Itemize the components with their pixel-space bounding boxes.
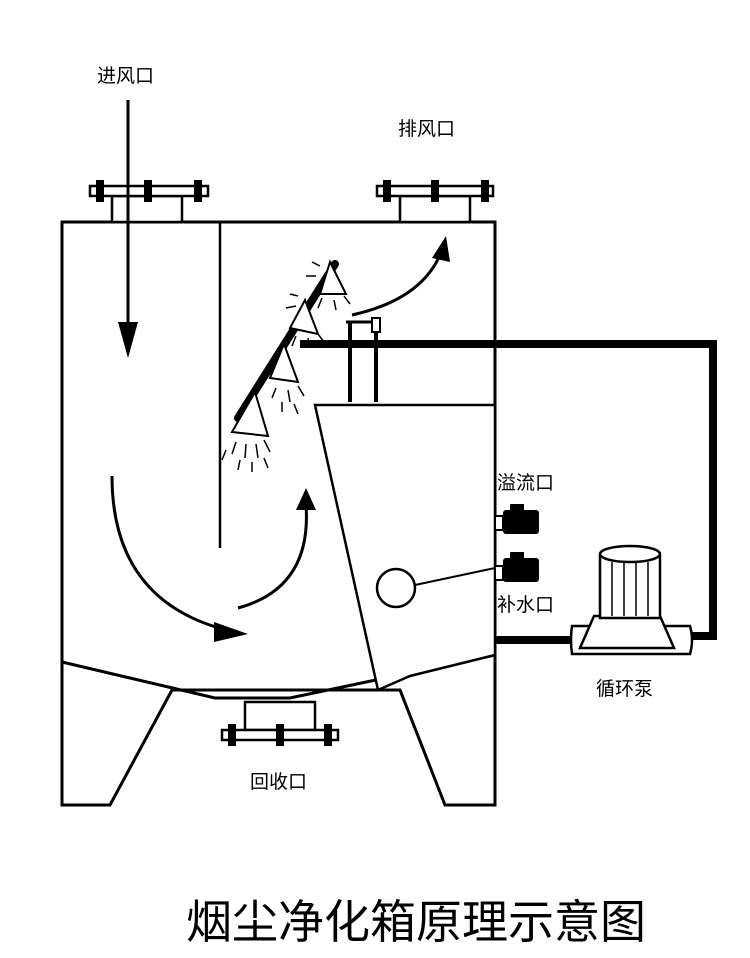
outlet-arrow	[351, 236, 450, 317]
bolt-icon	[228, 724, 332, 746]
spray-droplets	[221, 261, 351, 472]
diagram-title: 烟尘净化箱原理示意图	[186, 895, 646, 949]
label-recovery: 回收口	[250, 771, 307, 793]
circulation-arrow-left	[110, 475, 248, 642]
circulation-arrow-right	[237, 488, 316, 610]
inlet-arrow	[118, 100, 138, 358]
bolt-icon	[383, 180, 489, 202]
water-chamber	[313, 403, 497, 692]
label-makeup: 补水口	[497, 594, 554, 616]
bolt-icon	[96, 180, 202, 202]
label-pump: 循环泵	[596, 678, 653, 700]
label-overflow: 溢流口	[497, 472, 554, 494]
outlet-flange	[375, 180, 495, 224]
circulation-loop-pipe	[348, 340, 717, 644]
pump-icon	[569, 544, 694, 656]
makeup-valve-icon	[494, 552, 539, 582]
float-ball-icon	[375, 567, 496, 609]
inlet-flange	[88, 180, 210, 224]
spray-nozzle-icon	[230, 259, 348, 438]
riser-pipe	[346, 317, 381, 402]
recovery-flange	[220, 700, 340, 746]
overflow-valve-icon	[494, 504, 539, 534]
label-inlet: 进风口	[97, 65, 154, 87]
label-outlet: 排风口	[398, 118, 455, 140]
